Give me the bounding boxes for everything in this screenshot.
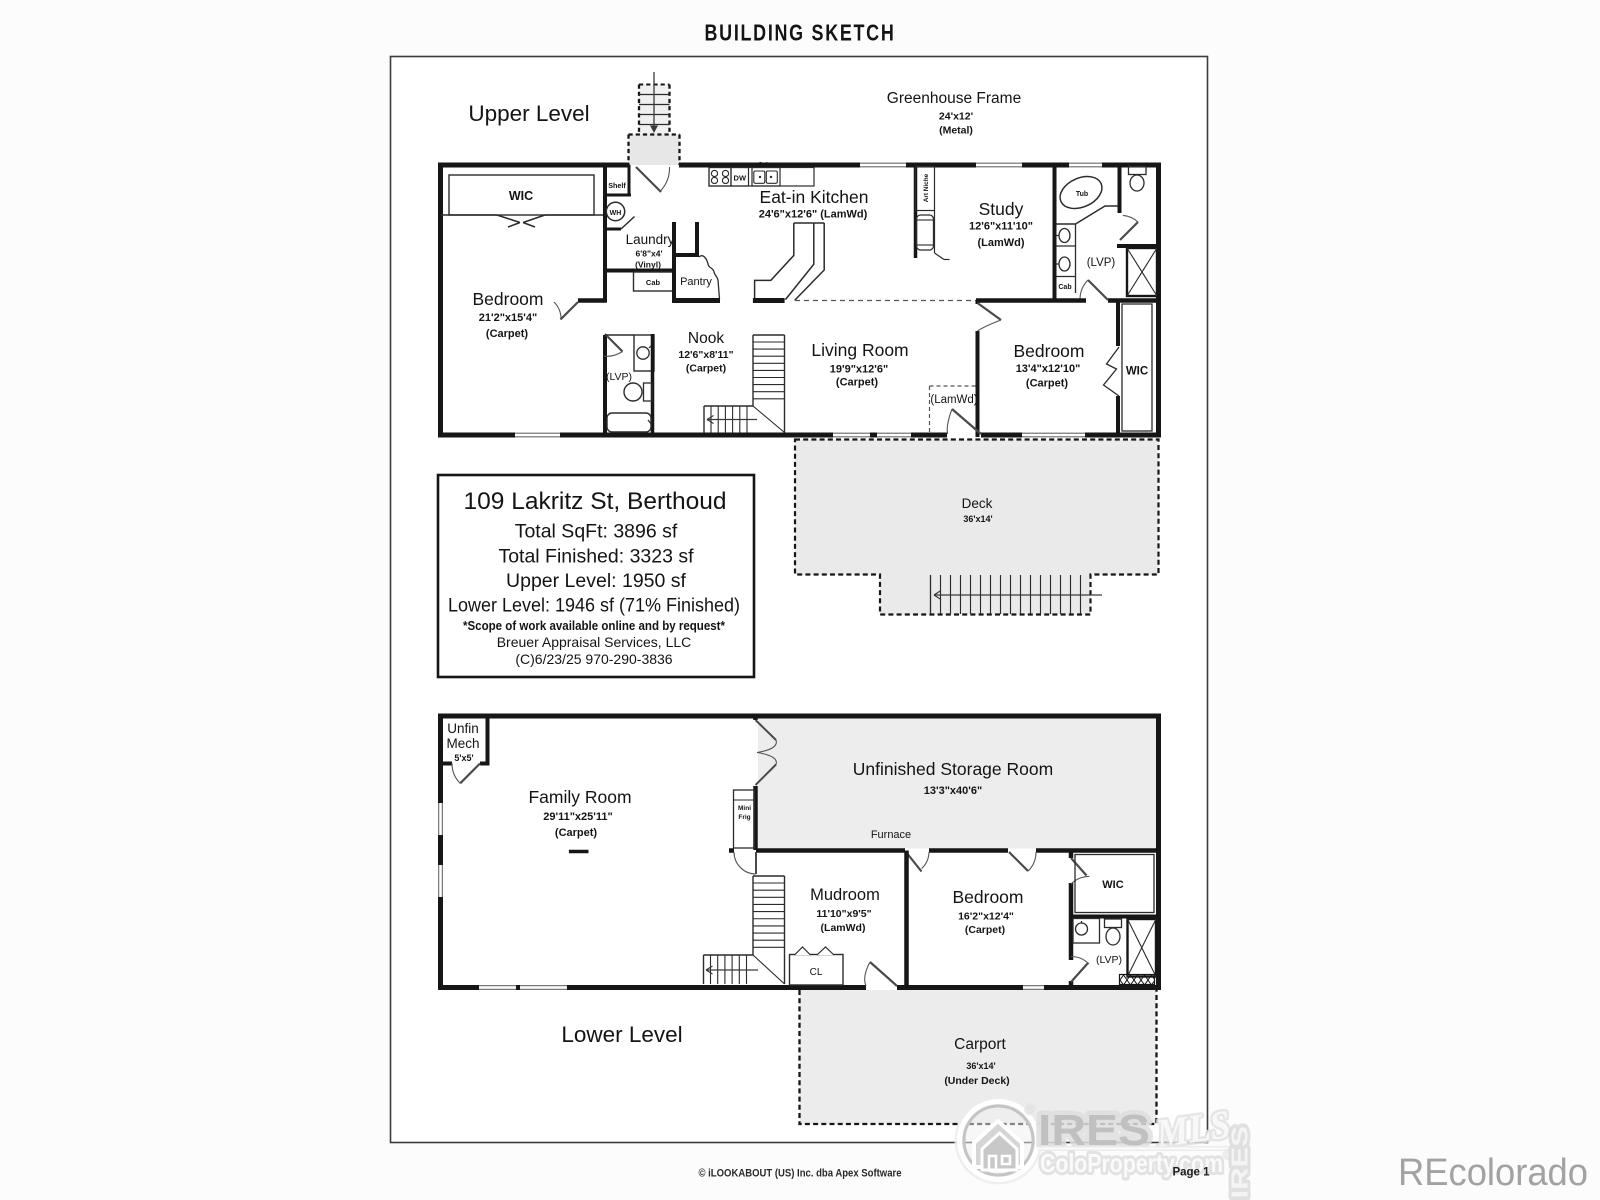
svg-text:Nook: Nook [688, 330, 724, 347]
svg-text:(LamWd): (LamWd) [930, 394, 977, 406]
svg-text:REcolorado: REcolorado [1398, 1152, 1588, 1194]
svg-text:Cab: Cab [1058, 284, 1071, 291]
svg-text:Bedroom: Bedroom [952, 887, 1023, 907]
svg-text:Study: Study [979, 199, 1024, 219]
svg-text:Upper Level: Upper Level [468, 101, 589, 126]
svg-text:(Carpet): (Carpet) [486, 328, 529, 340]
svg-text:(Metal): (Metal) [939, 125, 973, 137]
svg-text:®: ® [1026, 1104, 1034, 1116]
svg-text:© IRES: © IRES [1227, 1126, 1253, 1200]
svg-text:© IRES: © IRES [1227, 1126, 1253, 1200]
svg-text:109 Lakritz St, Berthoud: 109 Lakritz St, Berthoud [464, 488, 727, 515]
svg-text:Pantry: Pantry [680, 276, 712, 288]
svg-text:Lower Level: 1946 sf (71% Fini: Lower Level: 1946 sf (71% Finished) [448, 595, 740, 617]
svg-text:(Carpet): (Carpet) [686, 363, 726, 375]
svg-text:WIC: WIC [1102, 879, 1123, 891]
svg-text:WH: WH [610, 210, 622, 217]
svg-text:© iLOOKABOUT (US) Inc. dba Ape: © iLOOKABOUT (US) Inc. dba Apex Software [699, 1168, 902, 1180]
svg-text:Total SqFt: 3896 sf: Total SqFt: 3896 sf [515, 521, 678, 543]
svg-text:(Carpet): (Carpet) [836, 377, 879, 389]
svg-text:Page 1: Page 1 [1172, 1167, 1210, 1179]
svg-text:ColoProperty.com: ColoProperty.com [1040, 1148, 1223, 1178]
svg-text:36'x14': 36'x14' [966, 1061, 995, 1071]
svg-text:Mech: Mech [446, 736, 479, 751]
svg-text:Eat-in Kitchen: Eat-in Kitchen [760, 187, 869, 207]
svg-text:Art Niche: Art Niche [923, 173, 930, 202]
svg-text:Total Finished: 3323 sf: Total Finished: 3323 sf [498, 546, 694, 568]
svg-text:Greenhouse Frame: Greenhouse Frame [887, 90, 1021, 107]
svg-text:Furnace: Furnace [871, 829, 911, 841]
svg-text:(LamWd): (LamWd) [977, 237, 1024, 249]
svg-text:Bedroom: Bedroom [1013, 341, 1084, 361]
svg-text:(C)6/23/25 970-290-3836: (C)6/23/25 970-290-3836 [515, 651, 672, 667]
svg-text:(Vinyl): (Vinyl) [635, 260, 661, 270]
svg-text:29'11"x25'11": 29'11"x25'11" [543, 811, 613, 823]
svg-text:19'9"x12'6": 19'9"x12'6" [830, 364, 889, 376]
svg-text:WIC: WIC [1126, 366, 1148, 378]
svg-text:WIC: WIC [509, 189, 533, 203]
svg-text:Cab: Cab [646, 278, 661, 287]
svg-text:11'10"x9'5": 11'10"x9'5" [816, 908, 871, 920]
svg-text:ColoProperty.com: ColoProperty.com [1040, 1148, 1223, 1178]
svg-text:(LVP): (LVP) [1096, 954, 1122, 966]
svg-text:(Carpet): (Carpet) [1026, 378, 1069, 390]
svg-text:36'x14': 36'x14' [963, 514, 992, 524]
svg-text:®: ® [1224, 1150, 1232, 1161]
svg-text:13'3"x40'6": 13'3"x40'6" [924, 785, 983, 797]
svg-text:24'x12': 24'x12' [939, 111, 973, 123]
svg-text:Laundry: Laundry [626, 232, 675, 247]
svg-text:6'8"x4': 6'8"x4' [636, 249, 663, 259]
svg-text:Cab: Cab [758, 162, 770, 169]
svg-text:Unfinished Storage Room: Unfinished Storage Room [853, 759, 1053, 779]
svg-text:21'2"x15'4": 21'2"x15'4" [479, 312, 538, 324]
svg-text:®: ® [1224, 1150, 1232, 1161]
svg-text:13'4"x12'10": 13'4"x12'10" [1016, 363, 1081, 375]
svg-text:Shelf: Shelf [608, 181, 626, 190]
svg-text:Unfin: Unfin [447, 721, 479, 736]
svg-text:(LamWd): (LamWd) [821, 922, 866, 934]
svg-text:Upper Level: 1950 sf: Upper Level: 1950 sf [506, 570, 687, 592]
svg-text:12'6"x11'10": 12'6"x11'10" [969, 221, 1033, 233]
svg-text:CL: CL [810, 967, 823, 978]
svg-text:®: ® [1026, 1104, 1034, 1116]
svg-text:BUILDING SKETCH: BUILDING SKETCH [705, 20, 896, 46]
svg-text:*Scope of work available onlin: *Scope of work available online and by r… [463, 619, 725, 633]
svg-text:Bedroom: Bedroom [472, 289, 543, 309]
svg-text:5'x5': 5'x5' [454, 753, 473, 763]
svg-text:(LVP): (LVP) [1087, 257, 1116, 269]
svg-text:DW: DW [734, 174, 747, 183]
svg-text:Mudroom: Mudroom [810, 886, 880, 904]
svg-text:Family Room: Family Room [528, 787, 631, 807]
svg-text:Mini: Mini [738, 805, 751, 812]
svg-text:(Carpet): (Carpet) [965, 924, 1005, 936]
svg-text:Living Room: Living Room [811, 340, 908, 360]
svg-text:Tub: Tub [1076, 191, 1088, 198]
svg-text:(Carpet): (Carpet) [555, 827, 598, 839]
svg-text:(LVP): (LVP) [606, 371, 632, 383]
svg-text:Carport: Carport [954, 1036, 1006, 1053]
svg-text:(Under Deck): (Under Deck) [944, 1075, 1009, 1087]
svg-text:Lower Level: Lower Level [561, 1022, 682, 1047]
svg-text:Breuer Appraisal Services, LLC: Breuer Appraisal Services, LLC [497, 634, 692, 650]
svg-text:Deck: Deck [962, 496, 993, 511]
svg-text:Frig: Frig [738, 814, 750, 821]
svg-text:12'6"x8'11": 12'6"x8'11" [678, 349, 733, 361]
svg-text:24'6"x12'6" (LamWd): 24'6"x12'6" (LamWd) [759, 209, 868, 221]
svg-text:16'2"x12'4": 16'2"x12'4" [958, 911, 1014, 923]
